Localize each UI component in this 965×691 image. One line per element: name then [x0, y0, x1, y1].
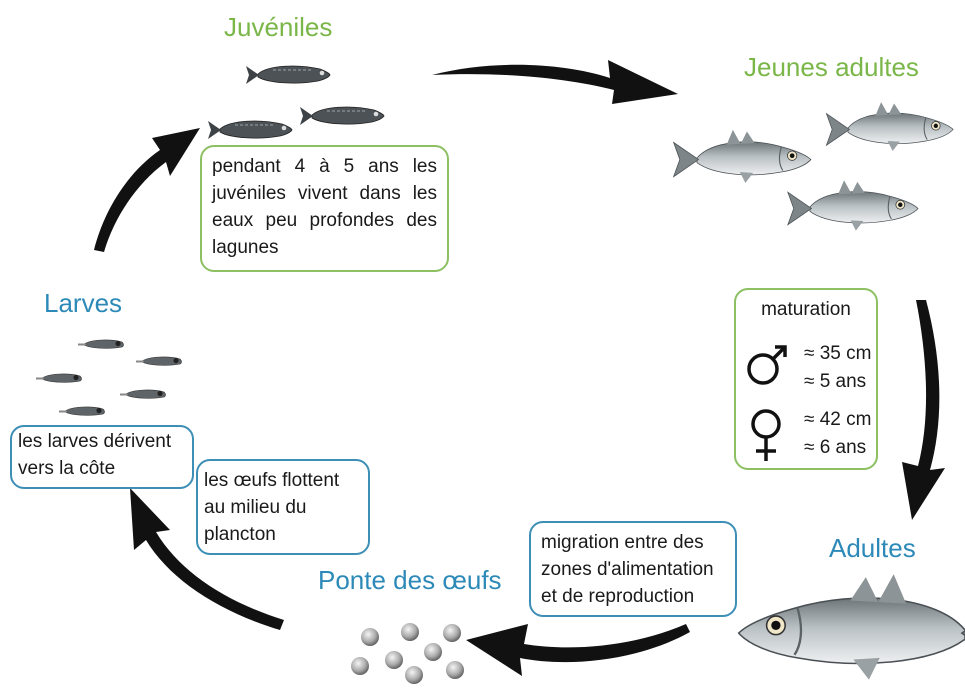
- stage-title-juveniles: Juvéniles: [224, 12, 333, 42]
- arrow-jeunes-adultes-to-adultes: [902, 300, 945, 520]
- juveniles-line-2: juvéniles vivent dans les: [212, 183, 437, 204]
- juveniles-line-1: pendant 4 à 5 ans les: [212, 156, 437, 177]
- oeufs-info-box: les œufs flottent au milieu du plancton: [196, 459, 370, 555]
- migration-line-1: migration entre des: [541, 532, 704, 553]
- migration-line-2: zones d'alimentation: [541, 559, 714, 580]
- oeufs-line-3: plancton: [204, 524, 276, 545]
- stage-title-jeunes-adultes: Jeunes adultes: [744, 52, 919, 82]
- juvenile-fish-group: [207, 65, 385, 140]
- male-symbol-icon: [747, 345, 787, 385]
- male-age: ≈ 5 ans: [804, 371, 867, 392]
- eggs-group: [351, 623, 464, 684]
- female-symbol-icon: [751, 409, 781, 461]
- larves-info-box: les larves dérivent vers la côte: [10, 425, 194, 489]
- arrow-ponte-to-larves: [130, 488, 284, 630]
- arrow-juveniles-to-jeunes-adultes: [432, 60, 678, 104]
- male-size: ≈ 35 cm: [804, 343, 872, 364]
- migration-line-3: et de reproduction: [541, 586, 695, 607]
- juveniles-info-box: pendant 4 à 5 ans les juvéniles vivent d…: [200, 145, 449, 272]
- juveniles-line-3: eaux peu profondes des: [212, 210, 437, 231]
- migration-info-box: migration entre des zones d'alimentation…: [529, 521, 737, 617]
- stage-title-larves: Larves: [44, 288, 123, 318]
- oeufs-line-1: les œufs flottent: [204, 470, 340, 491]
- female-size: ≈ 42 cm: [804, 409, 872, 430]
- arrow-larves-to-juveniles: [94, 128, 200, 252]
- maturation-title: maturation: [761, 299, 851, 320]
- juveniles-line-4: lagunes: [212, 237, 279, 258]
- maturation-info-box: maturation ≈ 35 cm ≈ 5 ans ≈ 42 cm ≈ 6 a…: [734, 288, 878, 470]
- female-age: ≈ 6 ans: [804, 437, 867, 458]
- young-adult-fish-group: [673, 101, 954, 232]
- stage-title-ponte: Ponte des œufs: [318, 565, 502, 595]
- oeufs-line-2: au milieu du: [204, 497, 307, 518]
- larvae-group: [35, 338, 183, 417]
- larves-line-1: les larves dérivent: [18, 431, 172, 452]
- arrow-adultes-to-ponte: [466, 624, 690, 676]
- stage-title-adultes: Adultes: [829, 533, 916, 563]
- adult-fish: [737, 573, 965, 681]
- larves-line-2: vers la côte: [18, 458, 116, 479]
